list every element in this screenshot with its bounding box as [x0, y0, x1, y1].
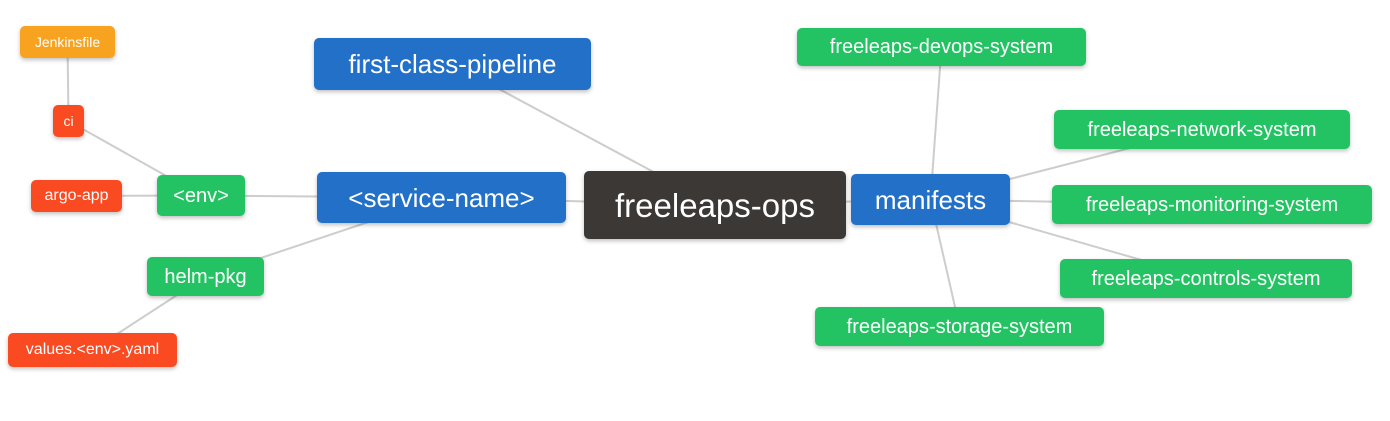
node-freeleaps-network-system[interactable]: freeleaps-network-system	[1054, 110, 1350, 149]
node-label: freeleaps-storage-system	[846, 315, 1073, 338]
node-label: freeleaps-monitoring-system	[1085, 193, 1339, 216]
node-label: <service-name>	[348, 182, 535, 213]
node-freeleaps-controls-system[interactable]: freeleaps-controls-system	[1060, 259, 1352, 298]
node-freeleaps-monitoring-system[interactable]: freeleaps-monitoring-system	[1052, 185, 1372, 224]
node-freeleaps-ops[interactable]: freeleaps-ops	[584, 171, 846, 239]
node-label: argo-app	[44, 187, 109, 204]
node-freeleaps-devops-system[interactable]: freeleaps-devops-system	[797, 28, 1086, 66]
node-label: <env>	[173, 184, 229, 207]
node-label: manifests	[874, 184, 987, 215]
node-jenkinsfile[interactable]: Jenkinsfile	[20, 26, 115, 58]
node-label: freeleaps-controls-system	[1091, 267, 1321, 290]
node-ci[interactable]: ci	[53, 105, 84, 137]
node-label: helm-pkg	[164, 265, 247, 288]
node-label: Jenkinsfile	[34, 34, 101, 50]
node-manifests[interactable]: manifests	[851, 174, 1010, 225]
node-label: ci	[63, 113, 74, 129]
node-label: values.<env>.yaml	[25, 341, 160, 358]
node-freeleaps-storage-system[interactable]: freeleaps-storage-system	[815, 307, 1104, 346]
node-label: freeleaps-network-system	[1087, 118, 1317, 141]
node-env[interactable]: <env>	[157, 175, 245, 216]
node-label: first-class-pipeline	[348, 49, 557, 79]
node-argo-app[interactable]: argo-app	[31, 180, 122, 212]
node-service-name[interactable]: <service-name>	[317, 172, 566, 223]
node-first-class-pipeline[interactable]: first-class-pipeline	[314, 38, 591, 90]
node-values-env-yaml[interactable]: values.<env>.yaml	[8, 333, 177, 367]
node-label: freeleaps-devops-system	[829, 36, 1054, 58]
node-helm-pkg[interactable]: helm-pkg	[147, 257, 264, 296]
node-label: freeleaps-ops	[615, 186, 815, 224]
